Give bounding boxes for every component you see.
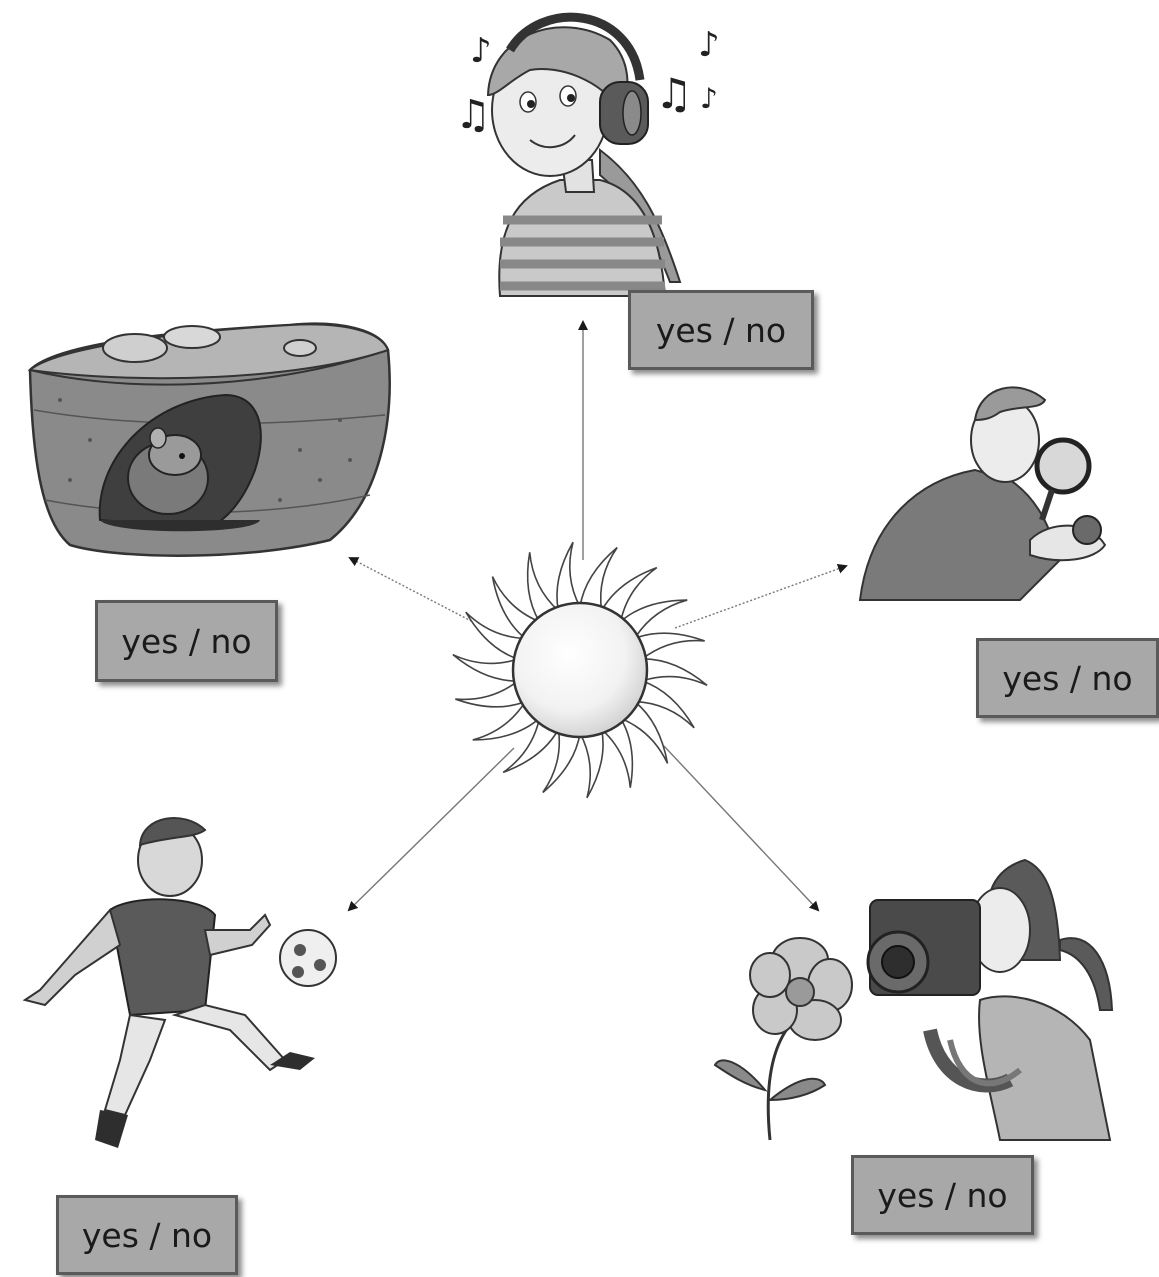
arrow-to-magnify — [675, 566, 846, 628]
svg-text:♫: ♫ — [655, 69, 693, 118]
girl-headphones-illustration: ♫ ♪ ♫ ♪ ♪ — [455, 17, 720, 296]
answer-toggle-soccer[interactable]: yes / no — [56, 1195, 238, 1275]
sun-ray — [453, 655, 518, 681]
burrow-mouse-illustration — [30, 324, 390, 556]
answer-toggle-magnify[interactable]: yes / no — [976, 638, 1159, 718]
girl-camera-illustration — [715, 860, 1112, 1140]
arrow-to-camera — [664, 746, 818, 910]
boy-soccer-illustration — [25, 818, 336, 1148]
answer-toggle-camera[interactable]: yes / no — [851, 1155, 1034, 1235]
answer-toggle-burrow[interactable]: yes / no — [95, 600, 278, 682]
sun-ray — [642, 659, 707, 685]
answer-toggle-music[interactable]: yes / no — [628, 290, 814, 370]
svg-text:♪: ♪ — [698, 25, 720, 65]
sun-icon — [453, 542, 707, 798]
svg-text:♪: ♪ — [700, 82, 718, 115]
svg-text:♪: ♪ — [470, 31, 492, 71]
arrow-to-soccer — [349, 748, 514, 910]
svg-text:♫: ♫ — [455, 92, 491, 138]
boy-magnifier-illustration — [860, 387, 1105, 600]
sun-ray — [557, 542, 580, 611]
sun-ray — [580, 729, 603, 798]
